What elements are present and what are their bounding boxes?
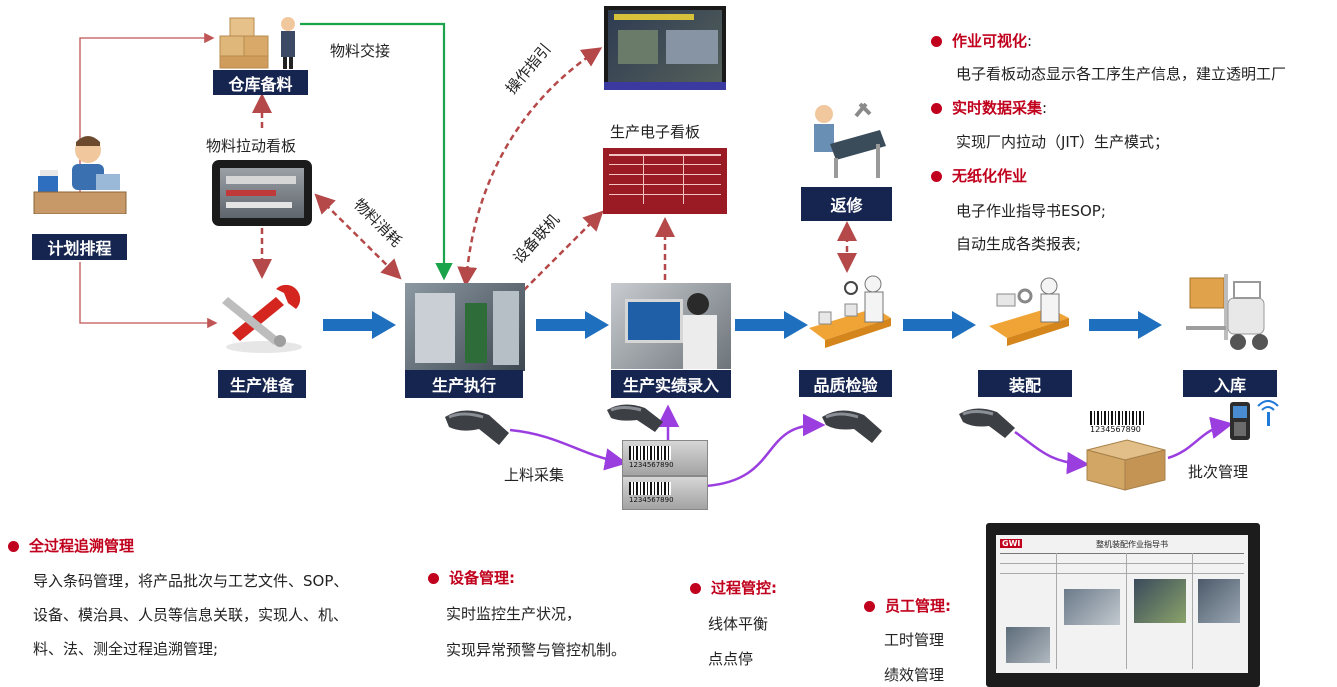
- record-photo: [611, 283, 731, 369]
- consume-dashed: [314, 193, 402, 280]
- bottom-title-process: 过程管控:: [690, 577, 777, 598]
- bottom-line-device-1: 实时监控生产状况，: [446, 605, 582, 623]
- scanner-assembly-icon: [957, 404, 1019, 444]
- production-board-screen: [603, 148, 727, 214]
- assembly-illustration: [985, 274, 1073, 358]
- bottom-line-trace-2: 设备、模治具、人员等信息关联，实现人、机、: [33, 606, 349, 624]
- bullet-dot: [931, 103, 942, 114]
- wooden-crate: [1083, 436, 1167, 492]
- bullet-dot: [8, 541, 19, 552]
- right-title-visual: 作业可视化:: [931, 30, 1032, 51]
- node-prep[interactable]: 生产准备: [218, 370, 306, 398]
- operation-guide-dashed: [457, 47, 603, 287]
- bullet-dot: [931, 171, 942, 182]
- bottom-line-staff-2: 绩效管理: [884, 666, 945, 684]
- bottom-line-staff-1: 工时管理: [884, 631, 945, 649]
- plan-to-prep-line: [79, 262, 218, 329]
- esop-heading: 整机装配作业指导书: [1096, 540, 1168, 549]
- flow-arrow-quality-assembly: [903, 311, 976, 339]
- node-quality[interactable]: 品质检验: [799, 370, 892, 397]
- warehouse-boxes-illustration: [216, 14, 308, 70]
- repair-illustration: [800, 100, 892, 180]
- flow-arrows: [323, 311, 1162, 339]
- right-title-collect: 实时数据采集:: [931, 97, 1047, 118]
- label-material-pull-board: 物料拉动看板: [206, 137, 297, 155]
- flow-arrow-prep-exec: [323, 311, 396, 339]
- flow-arrow-record-quality: [735, 311, 808, 339]
- bottom-title-staff: 员工管理:: [864, 595, 951, 616]
- bullet-dot: [864, 601, 875, 612]
- bullet-dot: [690, 583, 701, 594]
- pull-board-tablet: [212, 160, 312, 226]
- node-repair[interactable]: 返修: [801, 187, 892, 221]
- scanner-exec-icon: [443, 405, 513, 451]
- scanner-to-crate-purple: [1014, 430, 1090, 475]
- handheld-terminal-icon: [1228, 400, 1288, 442]
- right-line-paperless-2: 自动生成各类报表;: [956, 235, 1082, 253]
- barcode-box-bottom: 1234567890: [622, 476, 708, 510]
- bottom-title-device: 设备管理:: [428, 567, 515, 588]
- bottom-line-trace-1: 导入条码管理，将产品批次与工艺文件、SOP、: [33, 572, 349, 590]
- barcode-box-top: 1234567890: [622, 440, 708, 476]
- quality-illustration: [805, 268, 895, 358]
- right-line-collect: 实现厂内拉动（JIT）生产模式；: [956, 133, 1170, 151]
- label-material-handover: 物料交接: [330, 42, 391, 60]
- crate-barcode-digits: 1234567890: [1090, 425, 1141, 434]
- right-line-visual: 电子看板动态显示各工序生产信息，建立透明工厂: [956, 65, 1287, 83]
- node-exec[interactable]: 生产执行: [405, 370, 523, 398]
- bottom-line-process-2: 点点停: [708, 650, 754, 668]
- barcode-to-quality-purple: [705, 413, 826, 488]
- bottom-line-process-1: 线体平衡: [708, 615, 769, 633]
- label-production-board: 生产电子看板: [610, 123, 701, 141]
- handover-green-line: [300, 22, 453, 281]
- crate-barcode: 1234567890: [1090, 411, 1150, 435]
- node-plan[interactable]: 计划排程: [32, 234, 127, 260]
- node-assembly[interactable]: 装配: [978, 370, 1072, 397]
- esop-screen: GWI 整机装配作业指导书: [996, 535, 1248, 673]
- bullet-dot: [428, 573, 439, 584]
- exec-photo: [405, 283, 525, 371]
- flow-arrow-exec-record: [536, 311, 609, 339]
- scanner-quality-icon: [820, 405, 886, 449]
- bullet-dot: [931, 36, 942, 47]
- planner-illustration: [30, 130, 130, 215]
- right-line-paperless-1: 电子作业指导书ESOP;: [956, 202, 1106, 220]
- flow-arrow-assembly-storage: [1089, 311, 1162, 339]
- node-record[interactable]: 生产实绩录入: [611, 370, 731, 398]
- crate-to-terminal-purple: [1167, 416, 1234, 460]
- bottom-line-trace-3: 料、法、测全过程追溯管理;: [33, 640, 219, 658]
- right-title-paperless: 无纸化作业: [931, 165, 1027, 186]
- scanner-record-icon: [605, 400, 667, 436]
- wrench-illustration: [218, 283, 310, 355]
- bottom-title-trace: 全过程追溯管理: [8, 535, 134, 556]
- device-network-dashed: [523, 210, 604, 291]
- barcode-digits-bottom: 1234567890: [629, 496, 674, 504]
- barcode-digits-top: 1234567890: [629, 461, 674, 469]
- node-warehouse[interactable]: 仓库备料: [213, 70, 308, 95]
- esop-logo: GWI: [1000, 539, 1023, 548]
- forklift-illustration: [1184, 268, 1274, 358]
- label-batch-mgmt: 批次管理: [1188, 463, 1249, 481]
- label-feed-collect: 上料采集: [504, 466, 565, 484]
- esop-monitor: GWI 整机装配作业指导书: [986, 523, 1260, 687]
- bottom-line-device-2: 实现异常预警与管控机制。: [446, 641, 627, 659]
- node-storage[interactable]: 入库: [1183, 370, 1277, 397]
- operation-guide-screen: [604, 6, 726, 90]
- feed-purple-curve: [509, 428, 628, 471]
